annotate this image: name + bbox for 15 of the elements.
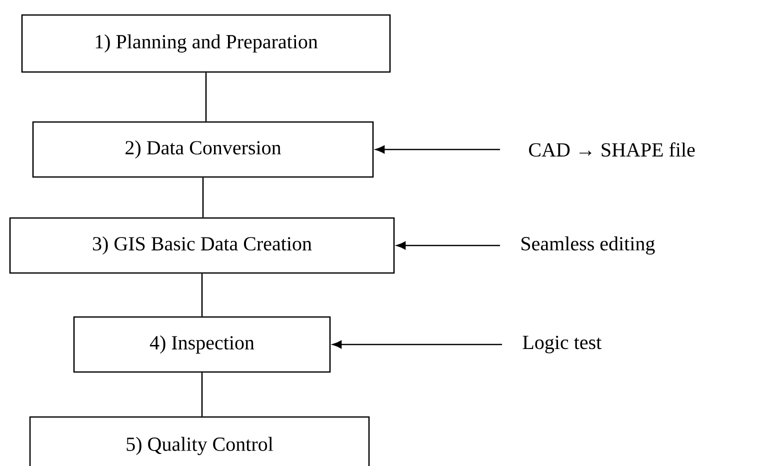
input-label: CAD → SHAPE file [529,142,695,157]
process-box: 1) Planning and Preparation [21,14,391,73]
process-box: 5) Quality Control [29,416,370,466]
arrow [375,146,500,154]
input-label: Seamless editing [522,236,655,255]
connector-line [201,274,203,316]
input-label: Logic test [522,336,602,354]
connector-line [202,178,204,218]
process-box: 3) GIS Basic Data Creation [9,217,395,274]
connector-line [201,372,203,416]
arrow [332,340,502,348]
arrow [396,242,500,250]
process-box: 4) Inspection [73,316,331,373]
process-box: 2) Data Conversion [32,121,374,178]
connector-line [205,72,207,122]
